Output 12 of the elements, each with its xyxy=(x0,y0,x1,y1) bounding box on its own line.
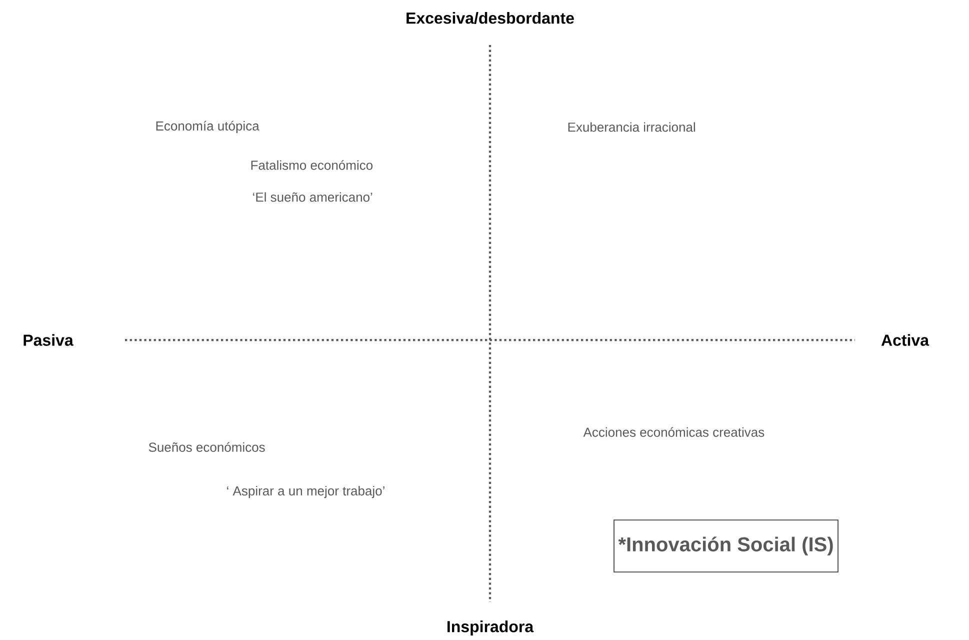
axis-label: Inspiradora xyxy=(448,620,534,636)
quadrant-label: Exuberancia irracional xyxy=(568,122,695,132)
quadrant-label: Fatalismo económico xyxy=(251,160,373,170)
axis-label: Activa xyxy=(881,334,930,346)
quadrant-label: ‘El sueño americano’ xyxy=(253,192,372,202)
quadrant-label: Sueños económicos xyxy=(148,442,265,452)
quadrant-label: ‘ Aspirar a un mejor trabajo’ xyxy=(227,486,384,498)
axis-label: Excesiva/desbordante xyxy=(406,12,574,24)
quadrant-label: Economía utópica xyxy=(156,120,260,134)
axis-label: Pasiva xyxy=(24,334,74,346)
quadrant-label: Acciones económicas creativas xyxy=(583,427,764,437)
label-box: *Innovación Social (IS) xyxy=(613,519,839,573)
